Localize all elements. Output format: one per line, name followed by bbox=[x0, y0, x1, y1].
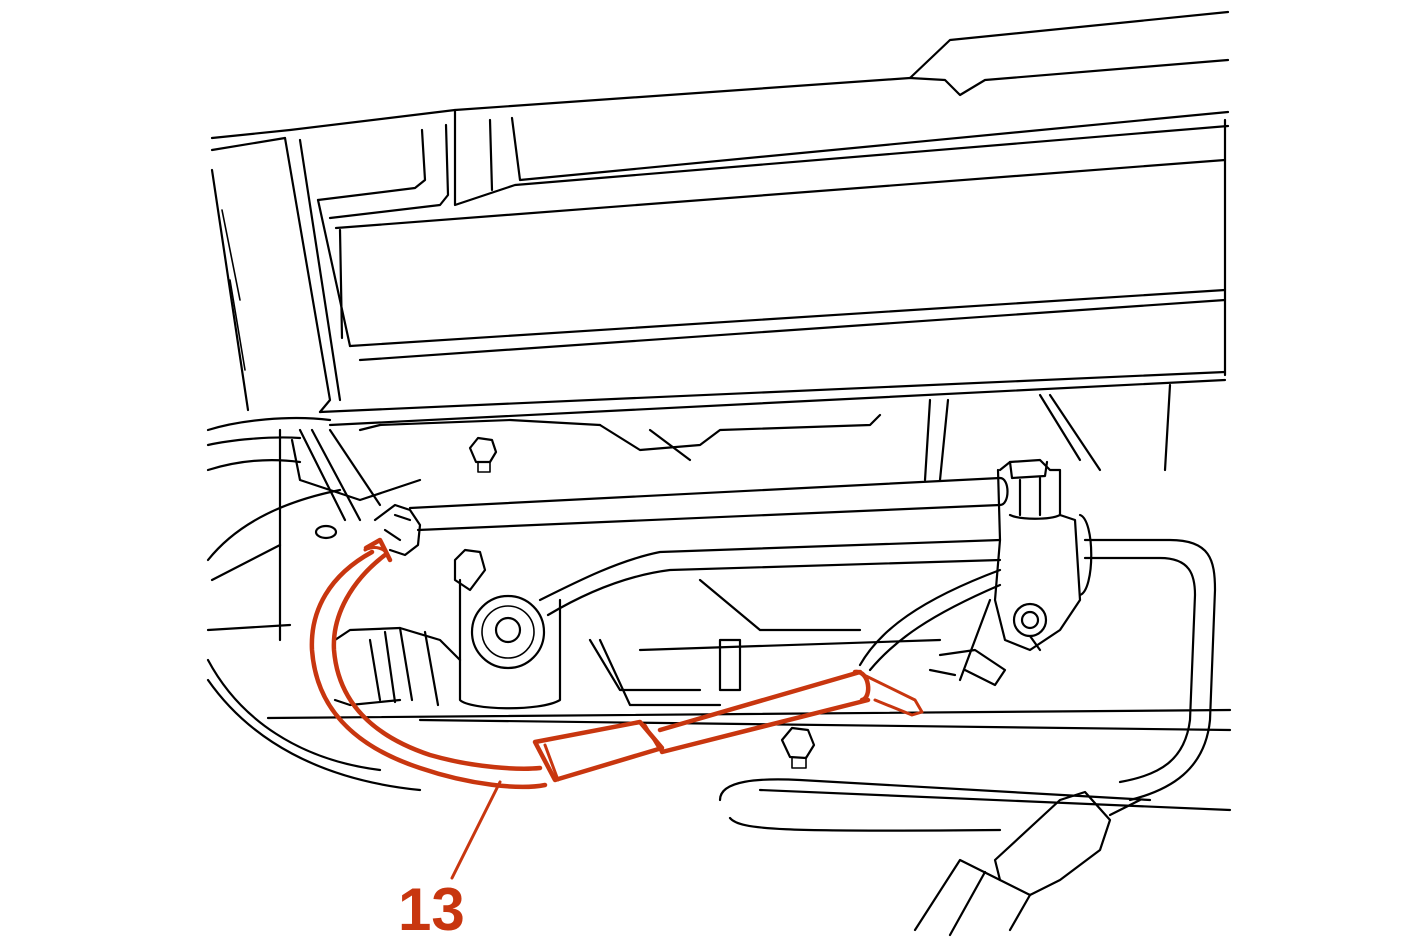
steering-gear bbox=[333, 548, 942, 710]
callout-13-label: 13 bbox=[398, 876, 465, 943]
nut bbox=[314, 524, 338, 540]
nut bbox=[780, 726, 816, 769]
stabilizer-bracket bbox=[958, 458, 1082, 682]
lower-right-hose bbox=[718, 778, 1232, 937]
callout-13-leader bbox=[450, 780, 502, 880]
bolts bbox=[314, 436, 816, 769]
body-panel bbox=[210, 10, 1230, 427]
crossmember bbox=[206, 383, 1232, 792]
sensor-wire bbox=[858, 568, 1007, 687]
stabilizer-bar bbox=[408, 476, 1217, 802]
nut bbox=[468, 436, 498, 473]
hose-clip bbox=[298, 428, 422, 557]
highlighted-hose bbox=[309, 537, 924, 790]
